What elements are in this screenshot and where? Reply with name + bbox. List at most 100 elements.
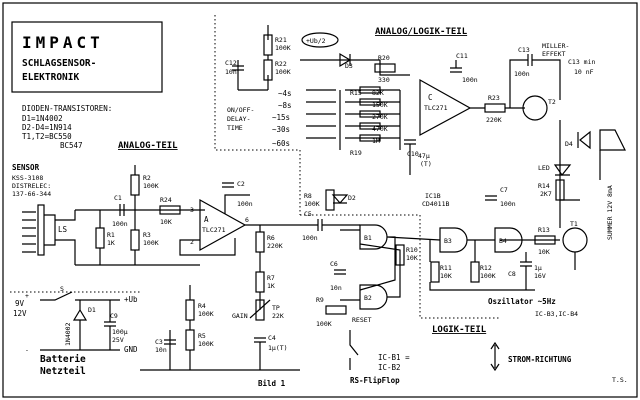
gain-label: GAIN (232, 312, 248, 320)
logic-ics: IC1B CD4011B C7 100n B1 B2 B3 B4 (340, 186, 523, 310)
c2-label: C2 (237, 180, 245, 188)
c13-label: C13 (518, 46, 530, 54)
c6-label: C6 (330, 260, 338, 268)
b1-label: B1 (364, 234, 372, 242)
legend-line3: T1,T2=BC550 (22, 132, 72, 141)
opamp-a-wiring (179, 194, 300, 256)
d1-label: D1 (88, 306, 96, 314)
c8-symbol (520, 261, 532, 267)
d3-label: D3 (345, 62, 353, 70)
opamp-c-label: C (428, 93, 433, 102)
r3-symbol (130, 229, 140, 251)
c4-symbol (254, 337, 266, 370)
r13-value: 10K (538, 248, 550, 256)
r4-label: R4 (198, 302, 206, 310)
plus-sign: + (25, 292, 29, 300)
impact-arrows (22, 211, 36, 253)
onoff-line1: ON/OFF- (227, 106, 254, 114)
ic1b-type: CD4011B (422, 200, 449, 208)
r22-label: R22 (275, 60, 287, 68)
c11-value: 100n (462, 76, 478, 84)
b2-label: B2 (364, 294, 372, 302)
r24-symbol (159, 205, 181, 215)
r12-value: 100K (480, 272, 496, 280)
logic-wiring (340, 229, 495, 301)
c10-symbol (404, 139, 416, 175)
c1-value: 100n (112, 220, 128, 228)
r4-value: 100K (198, 310, 214, 318)
c7-value: 100n (500, 200, 516, 208)
b4-label: B4 (499, 237, 507, 245)
c4-value: 1µ(T) (268, 344, 288, 352)
sensor-body (44, 214, 56, 246)
figure-caption: Bild 1 (258, 379, 286, 388)
r5-label: R5 (198, 332, 206, 340)
timing-network: R21 100K R22 100K C12 10n +Ub/2 D3 R20 3… (225, 25, 432, 175)
r6-symbol (255, 231, 265, 253)
logik-section-divider (300, 214, 500, 319)
d3-wiring (300, 52, 410, 76)
c9-symbol (104, 321, 116, 327)
switch-contacts (306, 89, 336, 139)
led-symbol (553, 164, 572, 177)
sensor-heading: SENSOR (12, 163, 40, 172)
d2-symbol (331, 194, 349, 204)
delay-60s: ~60s (272, 139, 290, 148)
t1-symbol (562, 227, 588, 253)
tp-label: TP (272, 304, 280, 312)
r12-symbol (470, 261, 480, 283)
component-legend: DIODEN-TRANSISTOREN: D1=1N4002 D2-D4=1N9… (22, 104, 112, 150)
c12-label: C12 (225, 59, 237, 67)
r6-value: 220K (267, 242, 283, 250)
legend-line2: D2-D4=1N914 (22, 123, 72, 132)
r11-symbol (430, 261, 440, 283)
ub2-label: +Ub/2 (306, 37, 326, 45)
r8-label: R8 (304, 192, 312, 200)
battery-12v: 12V (13, 309, 27, 318)
r9-label: R9 (316, 296, 324, 304)
opamp-a: A TLC271 3 2 6 (190, 198, 249, 252)
c13-value: 100n (514, 70, 530, 78)
c8-value: 1µ (534, 264, 542, 272)
c9-value: 100µ (112, 328, 128, 336)
r21-label: R21 (275, 36, 287, 44)
divider-wiring (237, 25, 269, 91)
r15-value: 82K (372, 89, 384, 97)
oscillator-label: Oszillator ~5Hz (488, 297, 556, 306)
nand-b1 (359, 224, 388, 250)
legend-line4: BC547 (60, 141, 83, 150)
r9-value: 100K (316, 320, 332, 328)
r7-symbol (255, 271, 265, 293)
summer-label: SUMMER 12V 8mA (606, 185, 614, 240)
c7-symbol (485, 195, 497, 201)
r19-value: 1M (372, 137, 380, 145)
c1-symbol (119, 204, 125, 216)
strom-arrow (490, 341, 500, 372)
c8-label: C8 (508, 270, 516, 278)
r5-value: 100K (198, 340, 214, 348)
r13-symbol (534, 235, 556, 245)
c10-value: 47µ (418, 152, 430, 160)
d1-symbol (72, 308, 88, 321)
sensor-ls-label: LS (58, 225, 68, 234)
r2-label: R2 (143, 174, 151, 182)
r14-value: 2K7 (540, 190, 552, 198)
led-label: LED (538, 164, 550, 172)
delay-30s: ~30s (272, 125, 290, 134)
c10-label: C10 (407, 150, 419, 158)
c7-label: C7 (500, 186, 508, 194)
r10-value: 10K (406, 254, 418, 262)
r9-symbol (325, 305, 347, 315)
r12-label: R12 (480, 264, 492, 272)
r8-symbol (325, 189, 335, 211)
analog-section-divider (214, 15, 301, 215)
c11-label: C11 (456, 52, 468, 60)
ub-terminal: +Ub (124, 295, 138, 304)
r6-label: R6 (267, 234, 275, 242)
r23-symbol (484, 103, 506, 113)
r5-symbol (185, 329, 195, 351)
t1-wiring (500, 200, 576, 270)
nand-b3 (439, 227, 468, 253)
